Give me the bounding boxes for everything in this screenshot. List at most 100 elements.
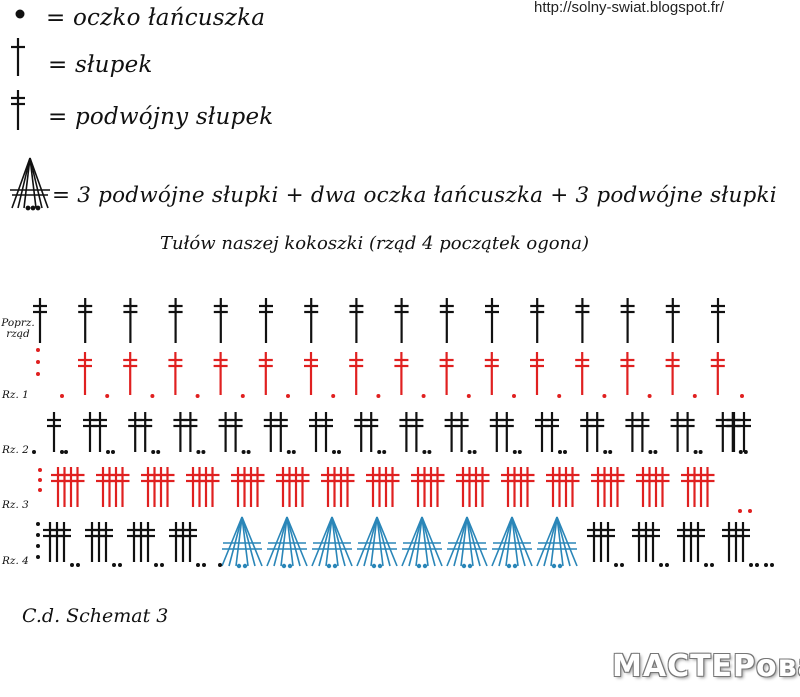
row4-fan-cluster: [401, 516, 443, 569]
row3-treble: [507, 467, 522, 507]
row3-treble: [469, 467, 483, 507]
chain-dot: [620, 563, 624, 567]
row3-treble: [372, 467, 387, 507]
double-crochet-icon: [11, 38, 25, 76]
source-url: http://solny-swiat.blogspot.fr/: [534, 0, 725, 16]
row2-treble: [218, 412, 233, 452]
row3-treble: [321, 467, 335, 507]
row3-treble: [636, 467, 650, 507]
row4-treble: [99, 522, 113, 562]
row2-treble: [499, 412, 514, 452]
row3-treble: [57, 467, 72, 507]
row4-treble: [736, 522, 750, 562]
chain-dot: [196, 563, 200, 567]
row3-treble: [514, 467, 528, 507]
chain-dot-icon: [15, 9, 25, 19]
row2-chain-dot: [563, 450, 567, 454]
row2-chain-dot: [156, 450, 161, 454]
chain-dot: [704, 563, 708, 567]
row1-treble: [530, 352, 544, 395]
prev-row-treble: [394, 298, 409, 343]
row1-chain-dot: [466, 394, 471, 398]
row3-treble: [276, 467, 290, 507]
row2-chain-dot: [337, 450, 341, 454]
legend-text-tr: = podwójny słupek: [48, 104, 274, 130]
row2-treble: [263, 412, 278, 452]
row2-treble: [409, 412, 424, 452]
row3-treble: [289, 467, 303, 507]
row4-treble: [85, 522, 99, 562]
chain-dot: [748, 509, 752, 513]
row4-treble: [632, 522, 646, 562]
row4-treble: [127, 522, 141, 562]
row3-treble: [687, 467, 702, 507]
row4-fan-cluster: [491, 516, 533, 569]
row2-chain-dot: [196, 450, 201, 454]
row3-treble: [205, 467, 220, 507]
row2-treble: [680, 412, 695, 452]
row4-treble: [677, 522, 691, 562]
row3-treble: [115, 467, 130, 507]
row3-treble: [340, 467, 355, 507]
row4-treble: [134, 522, 148, 562]
row2-treble: [454, 412, 469, 452]
row2-treble: [737, 412, 751, 452]
row2-treble: [93, 412, 107, 452]
row1-chain-dot: [421, 394, 426, 398]
row1-treble: [439, 352, 454, 395]
chain-dot: [218, 563, 222, 567]
legend-text-dc: = słupek: [48, 52, 153, 78]
prev-row-treble: [665, 298, 680, 343]
row1-chain-dot: [557, 394, 562, 398]
row4-fan-cluster: [311, 516, 353, 569]
row3-treble: [559, 467, 573, 507]
row2-treble: [635, 412, 650, 452]
row2-treble: [364, 412, 379, 452]
prev-row-treble: [349, 298, 364, 343]
row1-treble: [394, 352, 409, 395]
row2-chain-dot: [472, 450, 477, 454]
row3-treble: [430, 467, 445, 507]
chain-dot: [36, 522, 40, 526]
row2-treble: [535, 412, 549, 452]
row3-treble: [51, 467, 65, 507]
row4-fan-cluster: [446, 516, 488, 569]
row2-chain-dot: [517, 450, 522, 454]
chain-dot: [160, 563, 164, 567]
row3-treble: [231, 467, 245, 507]
row2-treble: [727, 412, 741, 452]
row2-chain-dot: [377, 450, 382, 454]
row2-treble: [273, 412, 288, 452]
row2-chain-dot: [286, 450, 291, 454]
row1-chain-dot: [36, 372, 40, 376]
row1-chain-dot: [602, 394, 607, 398]
prev-row-treble: [304, 298, 319, 343]
row4-fan-cluster: [221, 516, 263, 569]
row2-treble: [399, 412, 414, 452]
chain-dot: [659, 563, 663, 567]
chain-dot: [38, 488, 42, 492]
row2-chain-dot: [467, 450, 472, 454]
row1-treble: [168, 352, 183, 395]
row2-chain-dot: [201, 450, 206, 454]
row2-chain-dot: [332, 450, 336, 454]
row3-treble: [565, 467, 580, 507]
row2-chain-dot: [111, 450, 115, 454]
chain-dot: [202, 563, 206, 567]
footer-caption: C.d. Schemat 3: [22, 605, 169, 627]
row2-treble: [354, 412, 369, 452]
row2-treble: [128, 412, 143, 452]
row4-treble: [169, 522, 183, 562]
row4-treble: [57, 522, 71, 562]
row3-treble: [141, 467, 155, 507]
row2-chain-dot: [738, 450, 743, 454]
row3-treble: [610, 467, 625, 507]
row3-treble: [597, 467, 612, 507]
row3-treble: [96, 467, 110, 507]
row3-treble: [334, 467, 348, 507]
row3-treble: [295, 467, 310, 507]
treble-crochet-icon: [11, 90, 25, 130]
prev-row-treble: [168, 298, 183, 343]
row1-treble: [213, 352, 228, 395]
